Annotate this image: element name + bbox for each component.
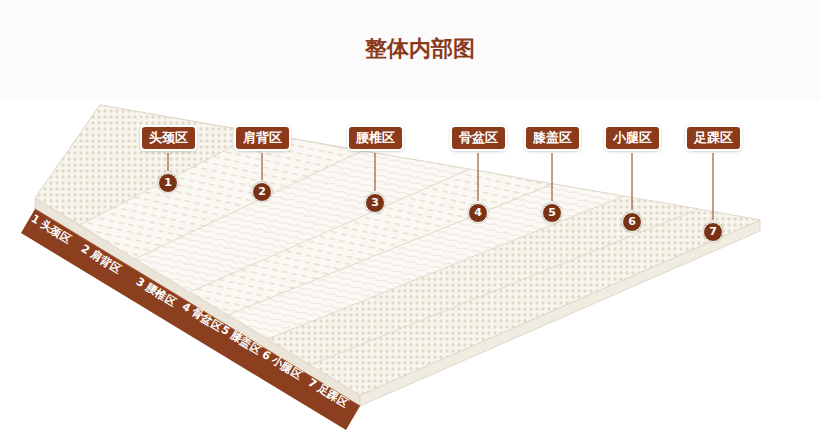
backdrop [0,0,821,100]
callout-number: 1 [158,173,178,193]
mattress-top [35,105,760,395]
zone-tag: 骨盆区 [452,127,505,149]
zone-name: 足踝区 [694,130,733,145]
zone-tag: 肩背区 [236,127,289,149]
zone-texture [310,209,760,395]
callout-number: 6 [622,212,642,232]
zone-tag: 小腿区 [606,127,659,149]
leader-line [632,153,633,210]
zone-name: 骨盆区 [459,130,498,145]
leader-line [552,153,553,201]
zone-tag: 足踝区 [687,127,740,149]
zone-tag: 膝盖区 [526,127,579,149]
zone-name: 膝盖区 [533,130,572,145]
callout-number: 5 [542,203,562,223]
zone-name: 肩背区 [243,130,282,145]
zone-name: 头颈区 [149,130,188,145]
callout-number: 3 [365,193,385,213]
callout-number: 4 [468,203,488,223]
leader-lines [168,153,713,220]
diagram-title: 整体内部图 [365,34,475,64]
leader-line [262,153,263,180]
zone-name: 腰椎区 [356,130,395,145]
leader-line [168,153,169,171]
zone-band [21,209,360,430]
leader-line [713,153,714,220]
leader-line [478,153,479,201]
callout-number: 7 [703,222,723,242]
zone-tag: 腰椎区 [349,127,402,149]
zone-name: 小腿区 [613,130,652,145]
leader-line [375,153,376,191]
callout-number: 2 [252,182,272,202]
zone-tag: 头颈区 [142,127,195,149]
zone-textures [35,105,760,395]
